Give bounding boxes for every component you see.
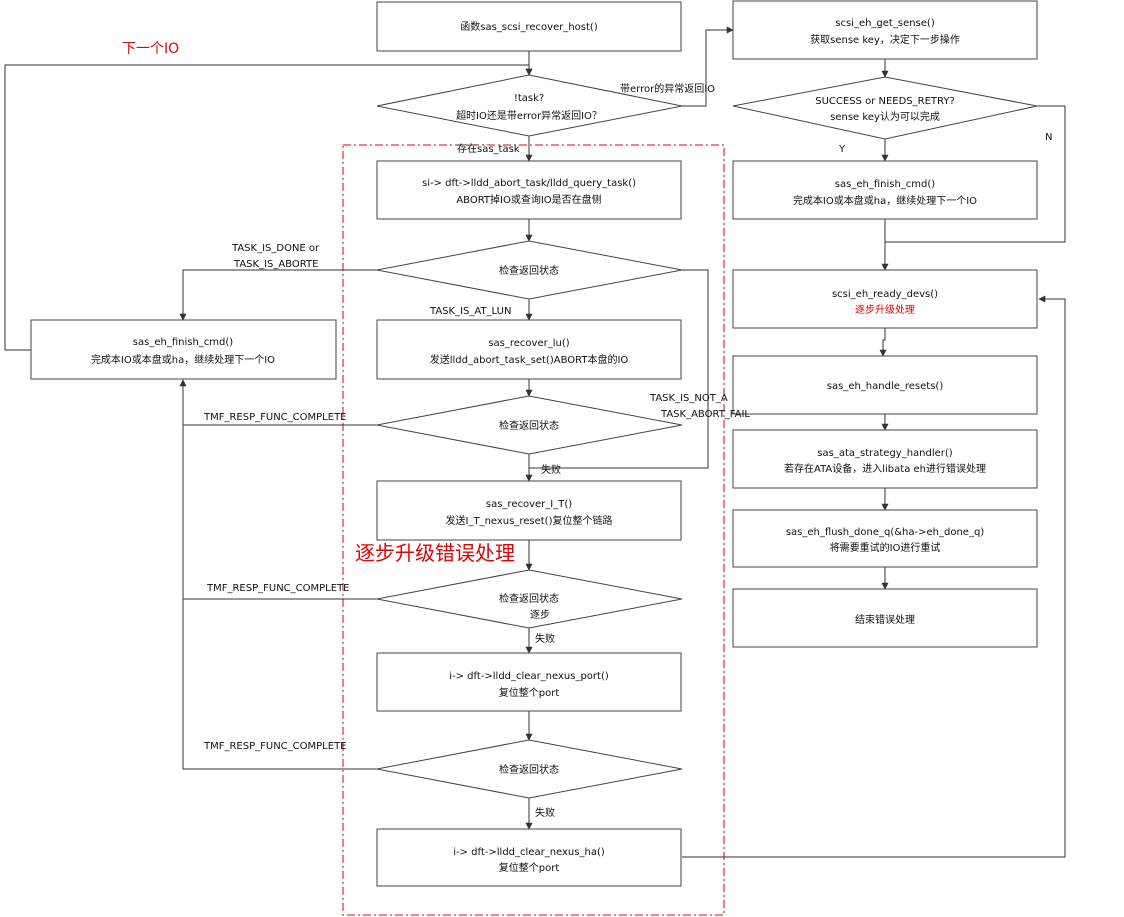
label-has-task: 存在sas_task [457,142,520,155]
edge-ready-resets [879,328,887,357]
label-not-at-1: TASK_IS_NOT_A [649,393,728,404]
label-tmf-1: TMF_RESP_FUNC_COMPLETE [203,412,347,423]
edge-retry-no [885,105,1066,243]
svg-text:完成本IO或本盘或ha，继续处理下一个IO: 完成本IO或本盘或ha，继续处理下一个IO [91,353,275,366]
svg-text:超时IO还是带error异常返回IO？: 超时IO还是带error异常返回IO？ [456,109,602,122]
svg-text:i-> dft->lldd_clear_nexus_port: i-> dft->lldd_clear_nexus_port() [449,671,609,682]
svg-text:若存在ATA设备，进入libata eh进行错误处理: 若存在ATA设备，进入libata eh进行错误处理 [784,462,986,475]
svg-text:发送lldd_abort_task_set()ABORT本盘: 发送lldd_abort_task_set()ABORT本盘的IO [430,353,629,366]
diamond-success-retry: SUCCESS or NEEDS_RETRY? sense key认为可以完成 [732,76,1038,140]
label-not-at-2: TASK_ABORT_FAIL [660,409,750,420]
label-fail-3: 失败 [535,806,555,819]
box-finish-cmd-right: sas_eh_finish_cmd() 完成本IO或本盘或ha，继续处理下一个I… [732,160,1038,220]
svg-text:复位整个port: 复位整个port [499,686,560,699]
svg-text:sas_ata_strategy_handler(): sas_ata_strategy_handler() [817,448,953,459]
svg-text:!task?: !task? [514,93,544,104]
box-finish-cmd-left: sas_eh_finish_cmd() 完成本IO或本盘或ha，继续处理下一个I… [30,319,337,380]
label-done-aborte-2: TASK_IS_ABORTE [233,259,318,270]
label-next-io: 下一个IO [122,41,179,57]
box-get-sense: scsi_eh_get_sense() 获取sense key，决定下一步操作 [732,0,1038,60]
svg-text:sas_eh_finish_cmd(): sas_eh_finish_cmd() [835,179,935,190]
diamond-check-1: 检查返回状态 [376,240,683,300]
box-clear-nexus-ha: i-> dft->lldd_clear_nexus_ha() 复位整个port [376,828,682,887]
box-abort-task: si-> dft->lldd_abort_task/lldd_query_tas… [376,160,682,220]
svg-text:逐步升级处理: 逐步升级处理 [855,304,915,316]
svg-text:获取sense key，决定下一步操作: 获取sense key，决定下一步操作 [810,33,960,46]
svg-text:将需要重试的IO进行重试: 将需要重试的IO进行重试 [830,541,941,554]
box-ready-devs: scsi_eh_ready_devs() 逐步升级处理 [732,269,1038,329]
label-fail-1: 失败 [541,463,561,476]
escalation-frame [342,144,725,916]
diamond-task-check: !task? 超时IO还是带error异常返回IO？ [376,74,683,137]
svg-text:sas_eh_handle_resets(): sas_eh_handle_resets() [827,381,944,392]
box-recover-host: 函数sas_scsi_recover_host() [376,1,682,52]
label-no: N [1045,132,1052,143]
svg-text:完成本IO或本盘或ha，继续处理下一个IO: 完成本IO或本盘或ha，继续处理下一个IO [793,194,977,207]
svg-text:scsi_eh_get_sense(): scsi_eh_get_sense() [835,18,935,29]
svg-text:复位整个port: 复位整个port [499,861,560,874]
box-end-handling: 结束错误处理 [732,588,1038,648]
diamond-check-4: 检查返回状态 [376,739,683,799]
svg-text:检查返回状态: 检查返回状态 [499,419,559,432]
svg-text:ABORT掉IO或查询IO是否在盘侧: ABORT掉IO或查询IO是否在盘侧 [456,193,601,206]
svg-text:sas_recover_lu(): sas_recover_lu() [488,338,569,349]
edge-check1-it [529,269,709,469]
edge-check1-finish [179,269,377,321]
svg-text:结束错误处理: 结束错误处理 [855,613,915,626]
svg-text:SUCCESS or NEEDS_RETRY?: SUCCESS or NEEDS_RETRY? [815,96,955,107]
box-flush-done-q: sas_eh_flush_done_q(&ha->eh_done_q) 将需要重… [732,509,1038,568]
svg-text:检查返回状态: 检查返回状态 [499,763,559,776]
svg-text:si-> dft->lldd_abort_task/lldd: si-> dft->lldd_abort_task/lldd_query_tas… [422,178,636,189]
svg-text:检查返回状态: 检查返回状态 [499,592,559,605]
svg-text:函数sas_scsi_recover_host(): 函数sas_scsi_recover_host() [460,20,598,33]
label-tmf-3: TMF_RESP_FUNC_COMPLETE [203,741,347,752]
svg-text:sas_recover_I_T(): sas_recover_I_T() [486,499,572,510]
box-ata-strategy: sas_ata_strategy_handler() 若存在ATA设备，进入li… [732,429,1038,489]
svg-text:sense key认为可以完成: sense key认为可以完成 [830,110,940,123]
diamond-check-3: 检查返回状态 逐步 [376,569,683,629]
edge-ha-ready [682,295,1066,858]
svg-text:scsi_eh_ready_devs(): scsi_eh_ready_devs() [832,289,938,300]
label-done-aborte-1: TASK_IS_DONE or [231,243,320,254]
label-error-return: 带error的异常返回IO [620,82,715,95]
box-recover-lu: sas_recover_lu() 发送lldd_abort_task_set()… [376,319,682,380]
svg-text:i-> dft->lldd_clear_nexus_ha(): i-> dft->lldd_clear_nexus_ha() [453,847,605,858]
label-yes: Y [838,144,846,155]
box-clear-nexus-port: i-> dft->lldd_clear_nexus_port() 复位整个por… [376,652,682,712]
label-escalate: 逐步升级错误处理 [355,541,515,565]
edge-check4-finish [182,599,377,770]
label-tmf-2: TMF_RESP_FUNC_COMPLETE [206,583,350,594]
label-at-lun: TASK_IS_AT_LUN [429,306,511,317]
svg-text:发送I_T_nexus_reset()复位整个链路: 发送I_T_nexus_reset()复位整个链路 [446,514,613,527]
diamond-check-2: 检查返回状态 [376,395,683,455]
label-fail-2: 失败 [535,632,555,645]
edge-check3-finish [182,425,377,600]
box-handle-resets: sas_eh_handle_resets() [732,355,1038,415]
svg-text:逐步: 逐步 [530,609,550,621]
svg-text:sas_eh_finish_cmd(): sas_eh_finish_cmd() [133,337,233,348]
svg-text:sas_eh_flush_done_q(&ha->eh_do: sas_eh_flush_done_q(&ha->eh_done_q) [786,527,984,538]
box-recover-it: sas_recover_I_T() 发送I_T_nexus_reset()复位整… [376,480,682,541]
edge-task-sense [682,26,734,107]
svg-text:检查返回状态: 检查返回状态 [499,264,559,277]
